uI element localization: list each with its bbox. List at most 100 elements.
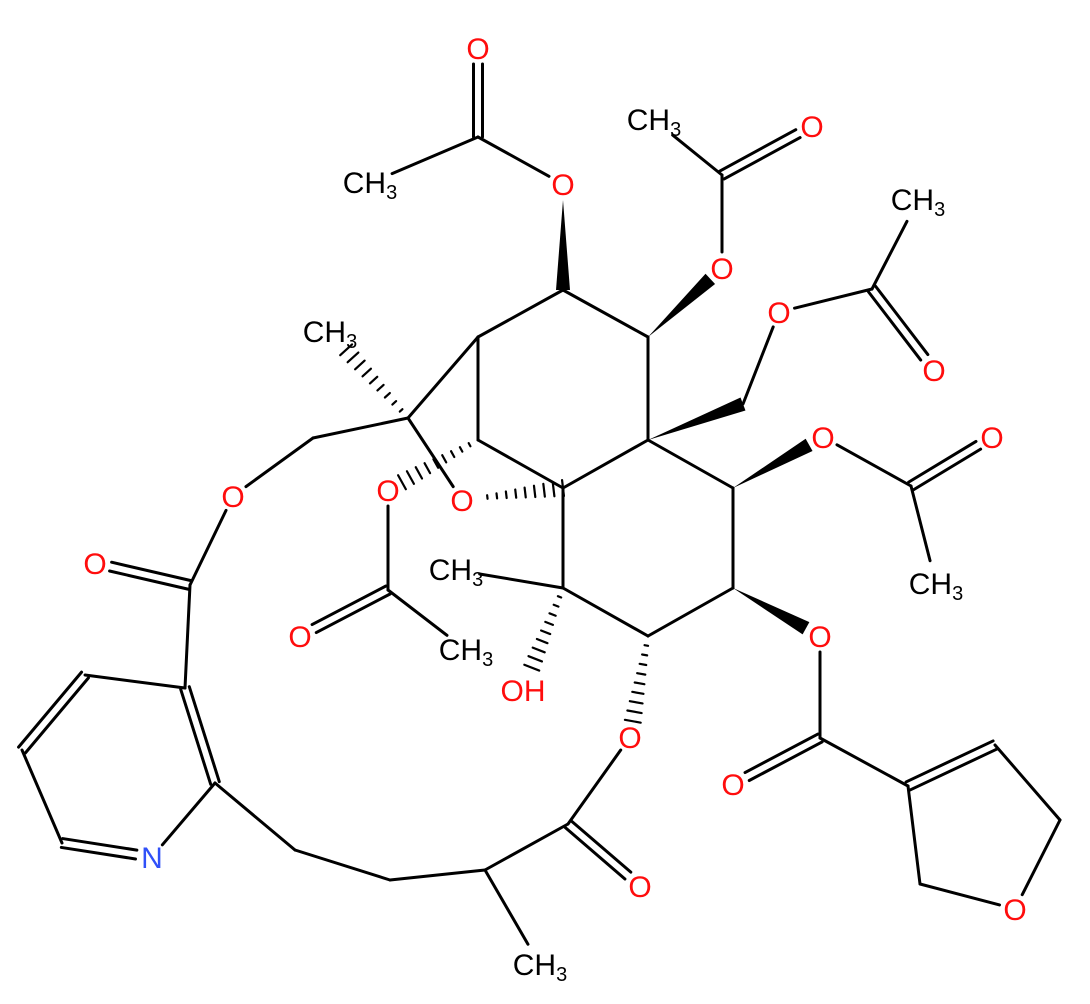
svg-text:O: O — [922, 355, 945, 388]
atom-o18-label: O — [376, 475, 399, 508]
svg-text:CH3: CH3 — [429, 554, 483, 591]
atom-n1-label: N — [141, 842, 163, 875]
atom-m4-label: CH3 — [627, 104, 681, 141]
bond-c1-o2 — [476, 135, 551, 178]
bond-c25-c26 — [20, 748, 64, 845]
bond-c12-o8-double — [907, 439, 983, 492]
bond-c20-o13-double — [563, 819, 633, 881]
bond-c30-c31 — [311, 416, 410, 440]
atom-o16-label: O — [450, 485, 473, 518]
svg-text:O: O — [1003, 894, 1026, 927]
atom-m10-label: CH3 — [891, 184, 945, 221]
bond-c28-c29 — [183, 583, 192, 690]
bond-c13-o9-wedge — [733, 588, 810, 635]
svg-text:O: O — [721, 769, 744, 802]
svg-text:CH3: CH3 — [909, 568, 963, 605]
bond-c20-c21 — [483, 822, 570, 872]
bond-c17-o11 — [1020, 818, 1062, 897]
atom-m21-label: CH3 — [513, 949, 567, 986]
atom-m1-label: CH3 — [343, 167, 397, 204]
svg-text:CH3: CH3 — [303, 316, 357, 353]
bond-c23-c24 — [213, 781, 297, 852]
atom-o10-label: O — [721, 769, 744, 802]
atom-o17-label: OH — [501, 675, 546, 708]
bond-c6-c7 — [476, 438, 565, 490]
bond-c12-m12 — [909, 484, 932, 563]
bond-c1-m1 — [390, 135, 480, 176]
atom-m31-label: CH3 — [303, 316, 357, 353]
bond-c33-o19-double — [310, 584, 392, 635]
svg-text:OH: OH — [501, 675, 546, 708]
svg-text:O: O — [551, 169, 574, 202]
bond-c33-m33 — [386, 588, 449, 637]
bond-c32-m32 — [478, 572, 565, 590]
atom-o14-label: O — [83, 548, 106, 581]
bond-c31-m31-hash — [339, 343, 404, 413]
svg-text:CH3: CH3 — [513, 949, 567, 986]
bond-c27-c28 — [83, 673, 187, 690]
svg-text:O: O — [800, 111, 823, 144]
atom-o6-label: O — [922, 355, 945, 388]
atom-o12-label: O — [618, 722, 641, 755]
atom-o19-label: O — [288, 621, 311, 654]
bond-c16-c17 — [993, 743, 1062, 822]
atom-m12-label: CH3 — [909, 568, 963, 605]
svg-text:O: O — [710, 253, 733, 286]
bond-c21-m21 — [483, 868, 530, 946]
bond-c8-c11 — [646, 438, 735, 490]
bond-c10-o6-double — [866, 284, 930, 362]
bond-c10-m10 — [870, 219, 909, 291]
svg-text:O: O — [83, 548, 106, 581]
svg-text:CH3: CH3 — [627, 104, 681, 141]
svg-text:CH3: CH3 — [439, 634, 493, 671]
bond-c22-c23 — [293, 848, 392, 882]
bond-c6-o18-hash — [397, 442, 472, 491]
bond-o2-c2-wedge — [556, 200, 570, 290]
svg-text:O: O — [450, 485, 473, 518]
bond-c9-o5 — [741, 325, 775, 406]
atom-o7-label: O — [811, 422, 834, 455]
bond-c8-c7 — [561, 438, 650, 490]
svg-text:O: O — [767, 297, 790, 330]
atom-o2-label: O — [551, 169, 574, 202]
svg-text:CH3: CH3 — [891, 184, 945, 221]
bond-o16-c7-hash — [486, 478, 566, 500]
atom-o13-label: O — [628, 871, 651, 904]
svg-text:O: O — [466, 33, 489, 66]
bond-c4-m4 — [671, 133, 724, 177]
atom-o4-label: O — [800, 111, 823, 144]
atom-o8-label: O — [980, 422, 1003, 455]
bond-o1-c1-double — [472, 62, 484, 139]
bond-c29-o15 — [188, 508, 228, 587]
bond-c31-c5 — [406, 335, 480, 420]
atom-m32-label: CH3 — [429, 554, 483, 591]
bond-c32-c19 — [561, 586, 650, 638]
svg-text:O: O — [618, 722, 641, 755]
bond-c8-c9-wedge — [648, 397, 746, 440]
bond-c28-c24-double — [179, 685, 221, 786]
svg-text:N: N — [141, 842, 163, 875]
bond-o7-c12 — [835, 443, 913, 488]
bond-c15-c16-double — [904, 739, 999, 792]
bond-c11-o7-wedge — [733, 438, 813, 488]
bond-n1-c25-double — [59, 837, 139, 861]
bond-c13-c19 — [646, 586, 735, 638]
bond-c26-c27-double — [17, 670, 90, 755]
bond-o5-c10 — [793, 287, 874, 310]
bond-c31-o16 — [406, 416, 455, 489]
atom-m33-label: CH3 — [439, 634, 493, 671]
bond-c29-o14-double — [108, 560, 193, 591]
bond-c18-c15 — [906, 784, 922, 886]
bond-c19-o12-hash — [623, 644, 650, 724]
bond-c4-o4-double — [718, 128, 802, 181]
svg-text:CH3: CH3 — [343, 167, 397, 204]
bond-o15-c30 — [244, 436, 315, 489]
atom-o11-label: O — [1003, 894, 1026, 927]
svg-text:O: O — [628, 871, 651, 904]
bond-c24-n1 — [160, 781, 217, 847]
svg-text:O: O — [980, 422, 1003, 455]
bond-c14-o10-double — [743, 732, 824, 782]
bond-c2-c5 — [476, 288, 565, 339]
